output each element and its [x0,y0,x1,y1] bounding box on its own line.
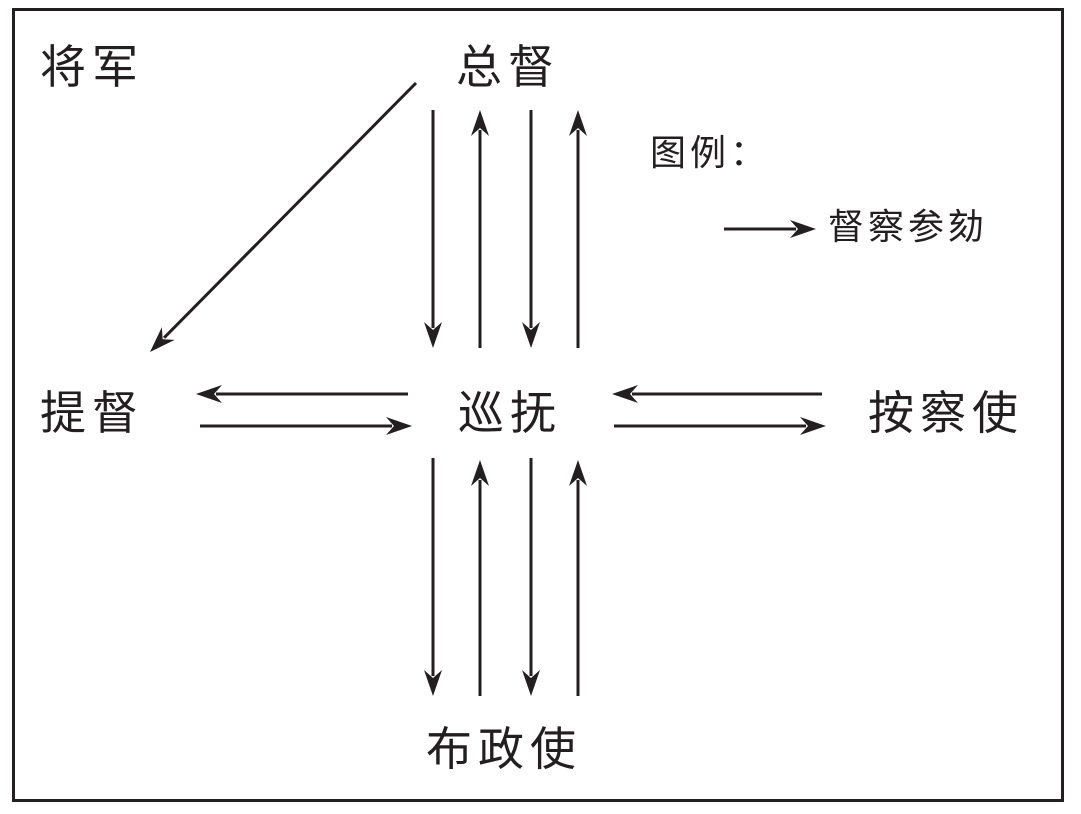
node-general: 将军 [40,40,144,94]
node-financial-commissioner: 布政使 [426,722,582,776]
node-judicial-commissioner: 按察使 [868,386,1024,440]
node-governor: 巡抚 [458,386,562,440]
legend-arrow-meaning: 督察参劾 [828,207,989,248]
legend-title: 图例： [650,133,771,174]
node-provincial-commander: 提督 [40,386,144,440]
node-governor-general: 总督 [456,40,560,94]
